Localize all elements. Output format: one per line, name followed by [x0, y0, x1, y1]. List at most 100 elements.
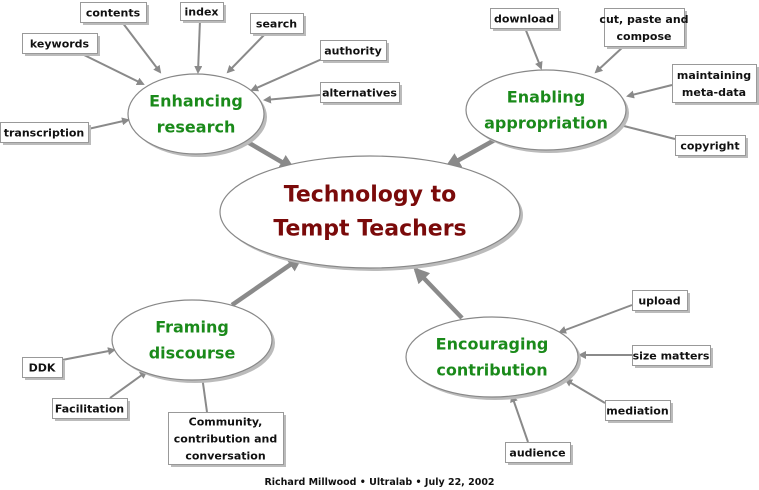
topic-enhancing-research-label: Enhancing: [149, 92, 243, 111]
item-box-keywords: keywords: [22, 33, 100, 56]
item-community-label: Community,: [189, 416, 263, 429]
item-box-upload: upload: [632, 290, 690, 313]
upload-arrow: [558, 304, 633, 334]
topic-ellipse: [111, 299, 273, 381]
item-box-maintaining-meta-data: maintaining meta-data: [672, 64, 759, 105]
item-box-download: download: [490, 8, 561, 31]
item-box: [604, 8, 685, 47]
item-audience-label: audience: [509, 447, 565, 460]
index-arrow: [194, 19, 203, 74]
item-box-search: search: [250, 13, 306, 36]
item-box: [0, 122, 89, 143]
credit-line: Richard Millwood • Ultralab • July 22, 2…: [264, 477, 495, 488]
item-copyright-label: copyright: [680, 140, 739, 153]
central-topic-node: Technology to Tempt Teachers: [219, 155, 523, 271]
item-facilitation-label: Facilitation: [55, 403, 124, 416]
item-box-authority: authority: [320, 40, 389, 63]
central-ellipse: [219, 155, 521, 269]
alternatives-arrow: [263, 94, 321, 104]
enabling-appropriation-to-center-arrow: [444, 135, 502, 168]
item-box: [320, 82, 400, 103]
item-box-transcription: transcription: [0, 122, 91, 145]
item-maintaining-meta-data-label: meta-data: [682, 86, 746, 99]
item-box: [320, 40, 387, 61]
item-box: [490, 8, 559, 29]
item-ddk-label: DDK: [29, 362, 56, 375]
item-box-community: Community, contribution and conversation: [168, 412, 286, 467]
topic-framing-discourse-label: discourse: [149, 344, 236, 363]
keywords-arrow: [79, 52, 145, 85]
item-box-cut-paste-compose: cut, paste and compose: [599, 8, 689, 49]
framing-discourse-to-center-arrow: [230, 255, 304, 307]
item-transcription-label: transcription: [4, 127, 85, 140]
item-box: [52, 398, 128, 419]
item-box-ddk: DDK: [22, 357, 65, 380]
item-box: [605, 400, 671, 421]
item-size-matters-label: size matters: [633, 350, 710, 363]
item-download-label: download: [494, 13, 554, 26]
cut-paste-compose-arrow: [594, 45, 625, 74]
ddk-arrow: [61, 347, 116, 361]
maintaining-meta-data-arrow: [626, 84, 673, 99]
enhancing-research-to-center-arrow: [242, 138, 296, 171]
item-box: [250, 13, 304, 34]
item-box: [675, 135, 746, 156]
item-maintaining-meta-data-label: maintaining: [677, 69, 751, 82]
item-box-audience: audience: [505, 442, 573, 465]
item-box-mediation: mediation: [605, 400, 673, 423]
item-box-contents: contents: [80, 2, 149, 25]
item-box-copyright: copyright: [675, 135, 748, 158]
topic-framing-discourse-label: Framing: [155, 318, 229, 337]
item-community-label: contribution and: [174, 433, 277, 446]
item-box: [22, 33, 98, 54]
item-community-label: conversation: [185, 450, 265, 463]
item-box: [672, 64, 757, 103]
authority-arrow: [250, 58, 323, 92]
item-alternatives-label: alternatives: [322, 87, 397, 100]
item-authority-label: authority: [324, 45, 382, 58]
item-cut-paste-compose-label: cut, paste and: [599, 13, 688, 26]
item-box: [505, 442, 571, 463]
facilitation-arrow: [109, 370, 148, 399]
item-box: [632, 290, 688, 311]
copyright-arrow: [614, 121, 676, 140]
item-box: [180, 2, 224, 21]
encouraging-contribution-to-center-arrow: [413, 267, 464, 320]
topic-enabling-appropriation-label: Enabling: [507, 88, 585, 107]
item-contents-label: contents: [86, 7, 141, 20]
item-index-label: index: [184, 6, 218, 19]
transcription-arrow: [87, 117, 130, 130]
topic-enhancing-research-label: research: [157, 118, 236, 137]
topic-node-enabling-appropriation: Enabling appropriation: [465, 69, 629, 153]
item-box: [22, 357, 63, 378]
topic-encouraging-contribution-label: Encouraging: [436, 335, 549, 354]
item-keywords-label: keywords: [30, 38, 90, 51]
item-search-label: search: [256, 18, 297, 31]
topic-enabling-appropriation-label: appropriation: [484, 114, 608, 133]
central-topic-label: Technology to: [284, 183, 457, 208]
item-box-index: index: [180, 2, 226, 23]
item-box-alternatives: alternatives: [320, 82, 402, 105]
mediation-arrow: [564, 378, 606, 404]
item-box: [80, 2, 147, 23]
item-cut-paste-compose-label: compose: [617, 30, 672, 43]
item-box-size-matters: size matters: [632, 345, 713, 368]
topic-node-framing-discourse: Framing discourse: [111, 299, 275, 383]
contents-arrow: [121, 21, 162, 74]
item-box: [168, 412, 284, 465]
download-arrow: [524, 27, 543, 70]
central-topic-label: Tempt Teachers: [273, 217, 466, 242]
item-mediation-label: mediation: [606, 405, 668, 418]
search-arrow: [226, 32, 267, 74]
audience-arrow: [510, 394, 529, 443]
item-box: [632, 345, 711, 366]
topic-ellipse: [465, 69, 627, 151]
topic-ellipse: [405, 316, 579, 398]
topic-node-enhancing-research: Enhancing research: [127, 73, 267, 157]
topic-ellipse: [127, 73, 265, 155]
item-upload-label: upload: [638, 295, 680, 308]
item-box-facilitation: Facilitation: [52, 398, 130, 421]
